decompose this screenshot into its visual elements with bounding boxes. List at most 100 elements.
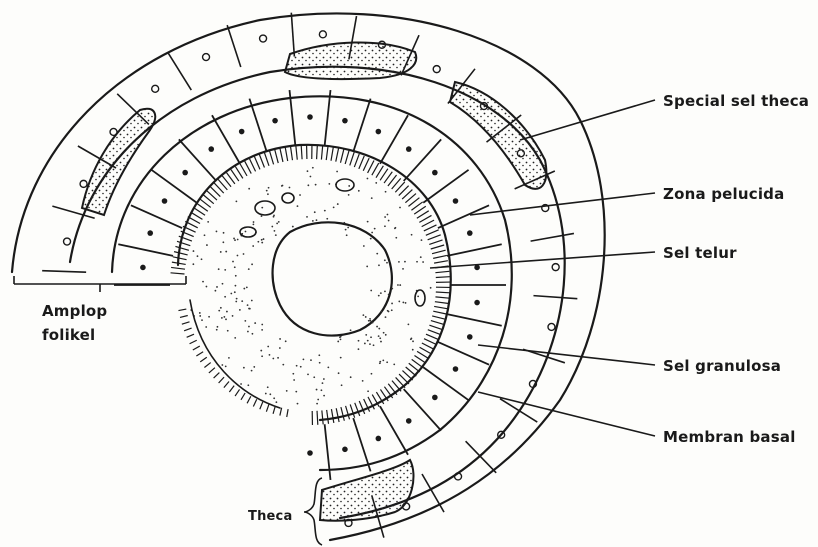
- granule: [398, 301, 400, 303]
- zona-stripe: [191, 212, 203, 219]
- theca-outer-boundary: [12, 13, 605, 540]
- granule: [385, 191, 387, 193]
- granule: [243, 367, 245, 369]
- granule: [223, 232, 225, 234]
- granule: [358, 348, 360, 350]
- granule: [233, 238, 235, 240]
- granule: [338, 372, 340, 374]
- zona-stripe: [254, 157, 260, 170]
- zona-stripe: [428, 330, 441, 335]
- zona-stripe: [259, 154, 264, 167]
- zona-stripe: [331, 147, 333, 161]
- granule: [378, 328, 380, 330]
- granule: [306, 216, 308, 218]
- granule: [239, 309, 241, 311]
- zona-stripe: [174, 252, 188, 255]
- granule: [222, 283, 224, 285]
- zona-stripe: [270, 151, 274, 164]
- theca-brace: [304, 478, 322, 545]
- granule: [348, 194, 350, 196]
- granule: [215, 290, 217, 292]
- granule: [340, 357, 342, 359]
- zona-stripe: [345, 151, 349, 164]
- granule: [221, 317, 223, 319]
- granule: [379, 362, 381, 364]
- granule: [216, 329, 218, 331]
- granule: [247, 384, 249, 386]
- antrum-stripe: [241, 393, 245, 400]
- zona-stripe: [435, 297, 449, 298]
- granule: [241, 300, 243, 302]
- vesicle: [240, 227, 256, 237]
- granule: [348, 185, 350, 187]
- granule: [402, 268, 404, 270]
- ooplasm-granules: [190, 167, 431, 405]
- granule: [261, 324, 263, 326]
- amplop-bracket: [14, 276, 186, 292]
- zona-stripe: [433, 255, 447, 258]
- granule: [307, 184, 309, 186]
- granule: [271, 226, 273, 228]
- granule: [201, 319, 203, 321]
- zona-stripe: [322, 410, 323, 424]
- granule: [376, 253, 378, 255]
- granulosa-nucleus: [147, 230, 153, 236]
- granulosa-nucleus: [162, 198, 168, 204]
- antrum-stripes: [178, 309, 288, 417]
- granule: [366, 266, 368, 268]
- zona-stripe: [350, 404, 354, 417]
- granule: [199, 312, 201, 314]
- granule: [421, 239, 423, 241]
- granule: [247, 331, 249, 333]
- zona-pellucida-band: [171, 145, 450, 425]
- theca-nucleus: [64, 238, 71, 245]
- granule: [220, 251, 222, 253]
- granule: [266, 190, 268, 192]
- granule: [322, 382, 324, 384]
- label-theca: Theca: [248, 509, 292, 524]
- granule: [358, 340, 360, 342]
- zona-stripe: [419, 215, 431, 222]
- antrum-stripe: [280, 408, 282, 416]
- theca-cell-wall: [291, 13, 294, 57]
- granule: [420, 256, 422, 258]
- zona-stripe: [171, 267, 185, 269]
- granule: [224, 296, 226, 298]
- zona-stripe: [429, 325, 442, 329]
- theca-nucleus: [152, 85, 159, 92]
- granule: [248, 268, 250, 270]
- leader-sel-granulosa: [478, 345, 655, 365]
- granule: [237, 239, 239, 241]
- granule: [383, 332, 385, 334]
- special-theca-cell-top: [285, 42, 416, 79]
- granule: [206, 244, 208, 246]
- theca-nucleus: [548, 323, 555, 330]
- granule: [384, 290, 386, 292]
- granule: [391, 288, 393, 290]
- zona-stripe: [426, 230, 439, 236]
- granule: [337, 203, 339, 205]
- granule: [370, 336, 372, 338]
- granule: [279, 347, 281, 349]
- granule: [312, 167, 314, 169]
- antrum-stripe: [235, 389, 239, 396]
- granule: [217, 326, 219, 328]
- granule: [337, 341, 339, 343]
- granulosa-cell-wall: [325, 424, 331, 480]
- zona-stripe: [436, 292, 450, 293]
- granule: [386, 262, 388, 264]
- granulosa-nucleus: [239, 129, 245, 135]
- zona-stripe: [368, 160, 374, 172]
- zona-stripe: [185, 221, 197, 227]
- granulosa-nucleus: [406, 418, 412, 424]
- granule: [251, 370, 253, 372]
- granule: [282, 364, 284, 366]
- granule: [202, 281, 204, 283]
- granule: [223, 316, 225, 318]
- granule: [385, 316, 387, 318]
- granule: [234, 291, 236, 293]
- granule: [370, 238, 372, 240]
- granule: [268, 187, 270, 189]
- granule: [254, 322, 256, 324]
